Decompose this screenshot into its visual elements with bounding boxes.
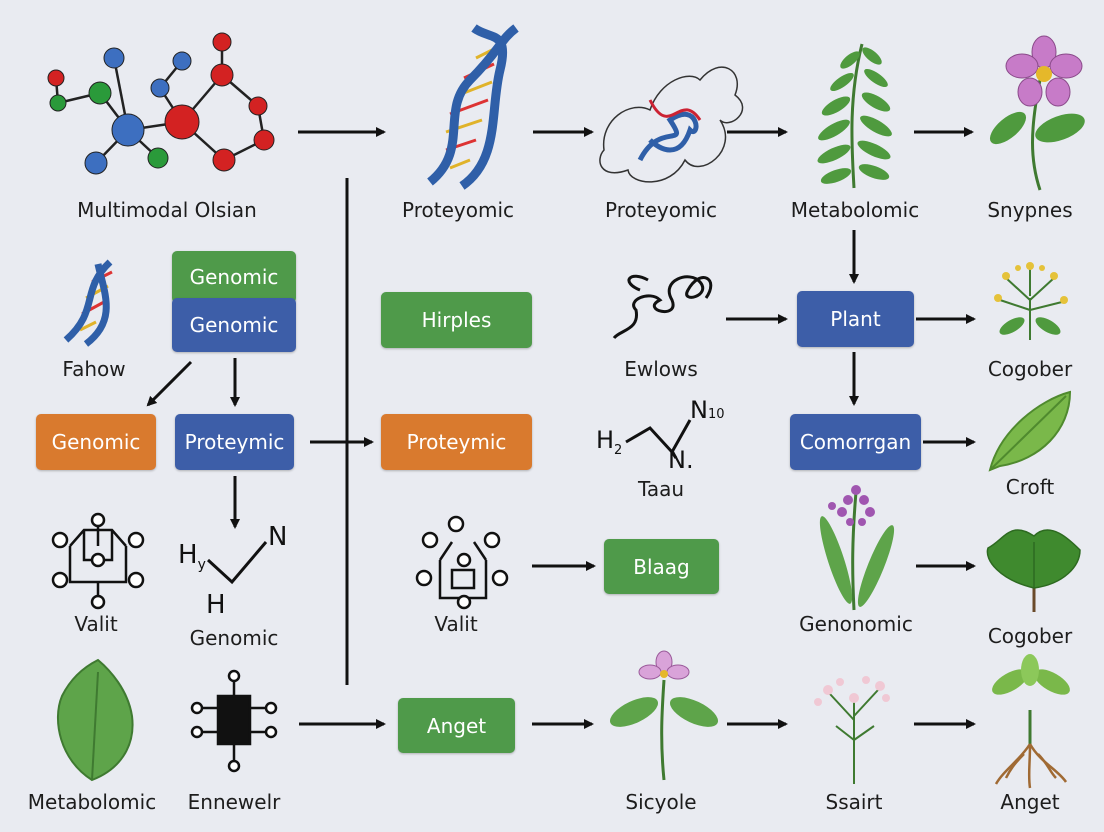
genomic-blue-box: Genomic bbox=[172, 298, 296, 352]
label-metabolomic-bottom: Metabolomic bbox=[27, 790, 157, 814]
label-valit-1: Valit bbox=[74, 612, 118, 636]
label-genomic-bottom: Genomic bbox=[189, 626, 279, 650]
label-ennewelr: Ennewelr bbox=[187, 790, 281, 814]
arrows bbox=[146, 127, 976, 729]
genomic-orange-box: Genomic bbox=[36, 414, 156, 470]
genonomic-plant-icon bbox=[819, 485, 895, 611]
comorgan-box: Comorrgan bbox=[790, 414, 921, 470]
proteymic-orange-box: Proteymic bbox=[381, 414, 532, 470]
molecule-icon bbox=[47, 32, 275, 175]
protein-icon bbox=[599, 66, 744, 183]
squiggle-icon bbox=[612, 274, 713, 340]
label-croft: Croft bbox=[1005, 475, 1055, 499]
ssairt-sprig-icon bbox=[814, 676, 890, 784]
chem-hy-symbol: H bbox=[178, 540, 198, 570]
label-taau: Taau bbox=[637, 477, 685, 501]
label-ewlows: Ewlows bbox=[624, 357, 698, 381]
valit-middle-icon bbox=[415, 515, 509, 610]
anget-box: Anget bbox=[398, 698, 515, 753]
flower-icon bbox=[989, 35, 1085, 191]
hirples-box: Hirples bbox=[381, 292, 532, 348]
sicyole-flower-icon bbox=[609, 650, 719, 781]
anget-root-plant-icon bbox=[992, 654, 1070, 789]
sprig-flower-icon bbox=[994, 262, 1068, 340]
dna-helix-icon bbox=[427, 24, 519, 190]
label-metabolomic-top: Metabolomic bbox=[790, 198, 920, 222]
genomic-green-box: Genomic bbox=[172, 251, 296, 303]
taau-structure-icon bbox=[625, 419, 692, 459]
label-cogober-2: Cogober bbox=[987, 624, 1073, 648]
chem-n-top-subscript: 10 bbox=[707, 407, 725, 422]
fern-icon bbox=[817, 43, 892, 189]
label-snypnes: Snypnes bbox=[987, 198, 1073, 222]
small-dna-icon bbox=[63, 259, 113, 347]
chem-h2-subscript: 2 bbox=[614, 442, 623, 458]
chem-h-under: H bbox=[206, 590, 226, 620]
chem-n-top: N10 bbox=[690, 396, 725, 424]
arrow-genomic-diag bbox=[146, 360, 193, 407]
metabolomic-leaf-icon bbox=[56, 658, 134, 782]
label-genonomic: Genonomic bbox=[799, 612, 913, 636]
label-valit-2: Valit bbox=[434, 612, 478, 636]
plant-box: Plant bbox=[797, 291, 914, 347]
label-anget-bottom: Anget bbox=[1000, 790, 1060, 814]
chem-n-bottom: N. bbox=[668, 446, 694, 474]
chem-hy: Hy bbox=[178, 540, 206, 573]
valit-left-icon bbox=[51, 512, 145, 610]
cogober-leaf-icon bbox=[986, 529, 1081, 612]
chem-hy-subscript: y bbox=[197, 557, 206, 574]
label-proteyomic-2: Proteyomic bbox=[605, 198, 717, 222]
chem-h2-symbol: H bbox=[596, 426, 615, 454]
label-multimodal: Multimodal Olsian bbox=[77, 198, 257, 222]
label-cogober-1: Cogober bbox=[987, 357, 1073, 381]
blaag-box: Blaag bbox=[604, 539, 719, 594]
croft-leaf-icon bbox=[988, 390, 1072, 472]
chem-n-top-symbol: N bbox=[690, 396, 708, 424]
hn-structure-icon bbox=[206, 541, 268, 585]
label-ssairt: Ssairt bbox=[825, 790, 883, 814]
label-sicyole: Sicyole bbox=[625, 790, 697, 814]
chem-h2: H2 bbox=[596, 426, 622, 458]
chip-icon bbox=[190, 669, 278, 773]
label-fahow: Fahow bbox=[62, 357, 126, 381]
chem-n-right: N bbox=[268, 522, 288, 552]
proteymic-blue-box: Proteymic bbox=[175, 414, 294, 470]
label-proteyomic-1: Proteyomic bbox=[402, 198, 514, 222]
